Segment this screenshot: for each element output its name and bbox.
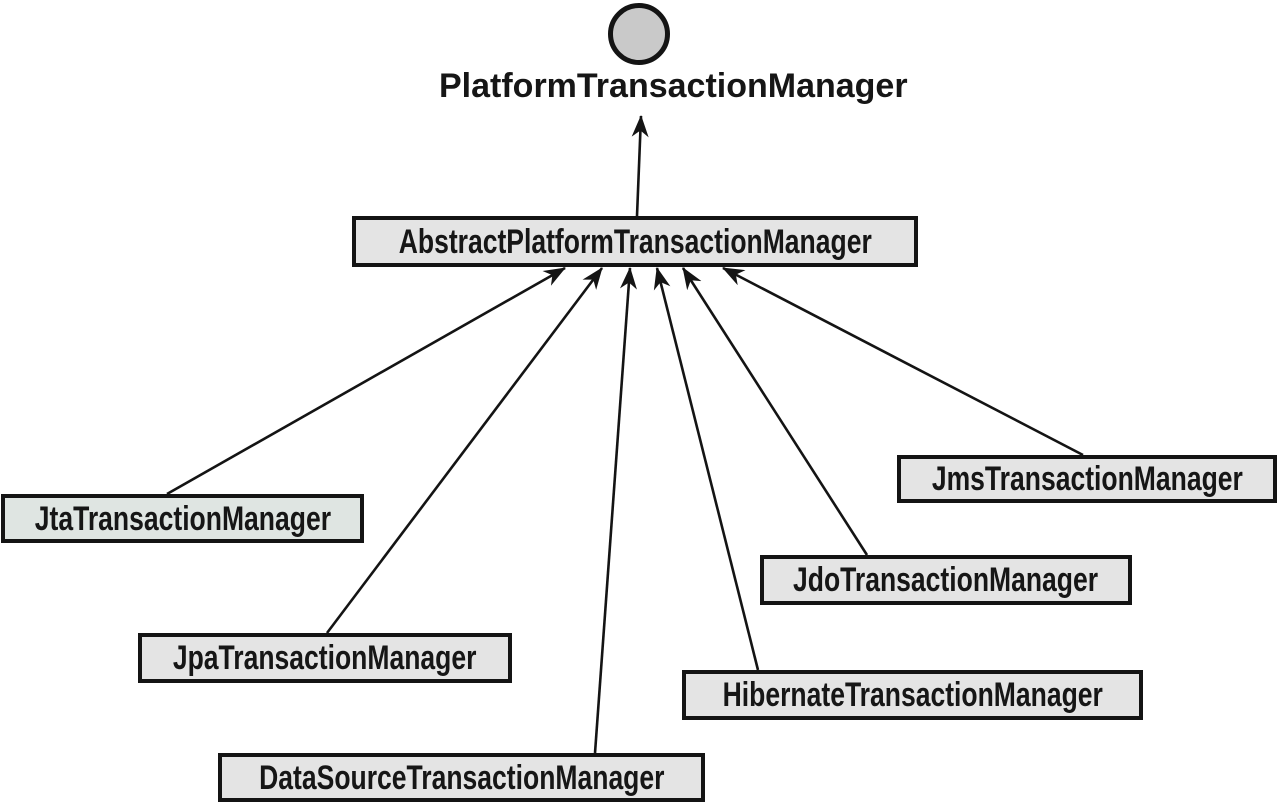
class-node-jtatransactionmanager: JtaTransactionManager [1,494,364,543]
class-node-label: JdoTransactionManager [793,561,1099,599]
class-node-jdotransactionmanager: JdoTransactionManager [760,555,1132,605]
arrow-jdo-to-abstract [681,267,869,556]
interface-node-label: PlatformTransactionManager [439,67,908,105]
class-node-label: HibernateTransactionManager [722,676,1103,714]
class-node-hibernatetransactionmanager: HibernateTransactionManager [682,670,1143,720]
arrow-hibernate-to-abstract [653,267,760,671]
arrow-abstract-to-interface [631,115,649,217]
interface-node-platformtransactionmanager: PlatformTransactionManager [439,69,908,103]
class-node-datasourcetransactionmanager: DataSourceTransactionManager [218,753,705,802]
class-node-abstractplatformtransactionmanager: AbstractPlatformTransactionManager [352,216,918,267]
arrow-jta-to-abstract [166,266,566,496]
class-node-label: JmsTransactionManager [931,460,1243,498]
class-node-label: JtaTransactionManager [34,499,331,538]
class-node-label: JpaTransactionManager [173,639,477,677]
class-node-label: DataSourceTransactionManager [258,758,665,797]
class-node-label: AbstractPlatformTransactionManager [398,222,872,261]
arrow-jpa-to-abstract [325,267,604,634]
arrow-jms-to-abstract [722,266,1084,457]
arrow-datasource-to-abstract [593,267,637,754]
class-node-jpatransactionmanager: JpaTransactionManager [138,633,512,683]
class-node-jmstransactionmanager: JmsTransactionManager [897,455,1277,503]
interface-lollipop-circle [608,3,670,65]
